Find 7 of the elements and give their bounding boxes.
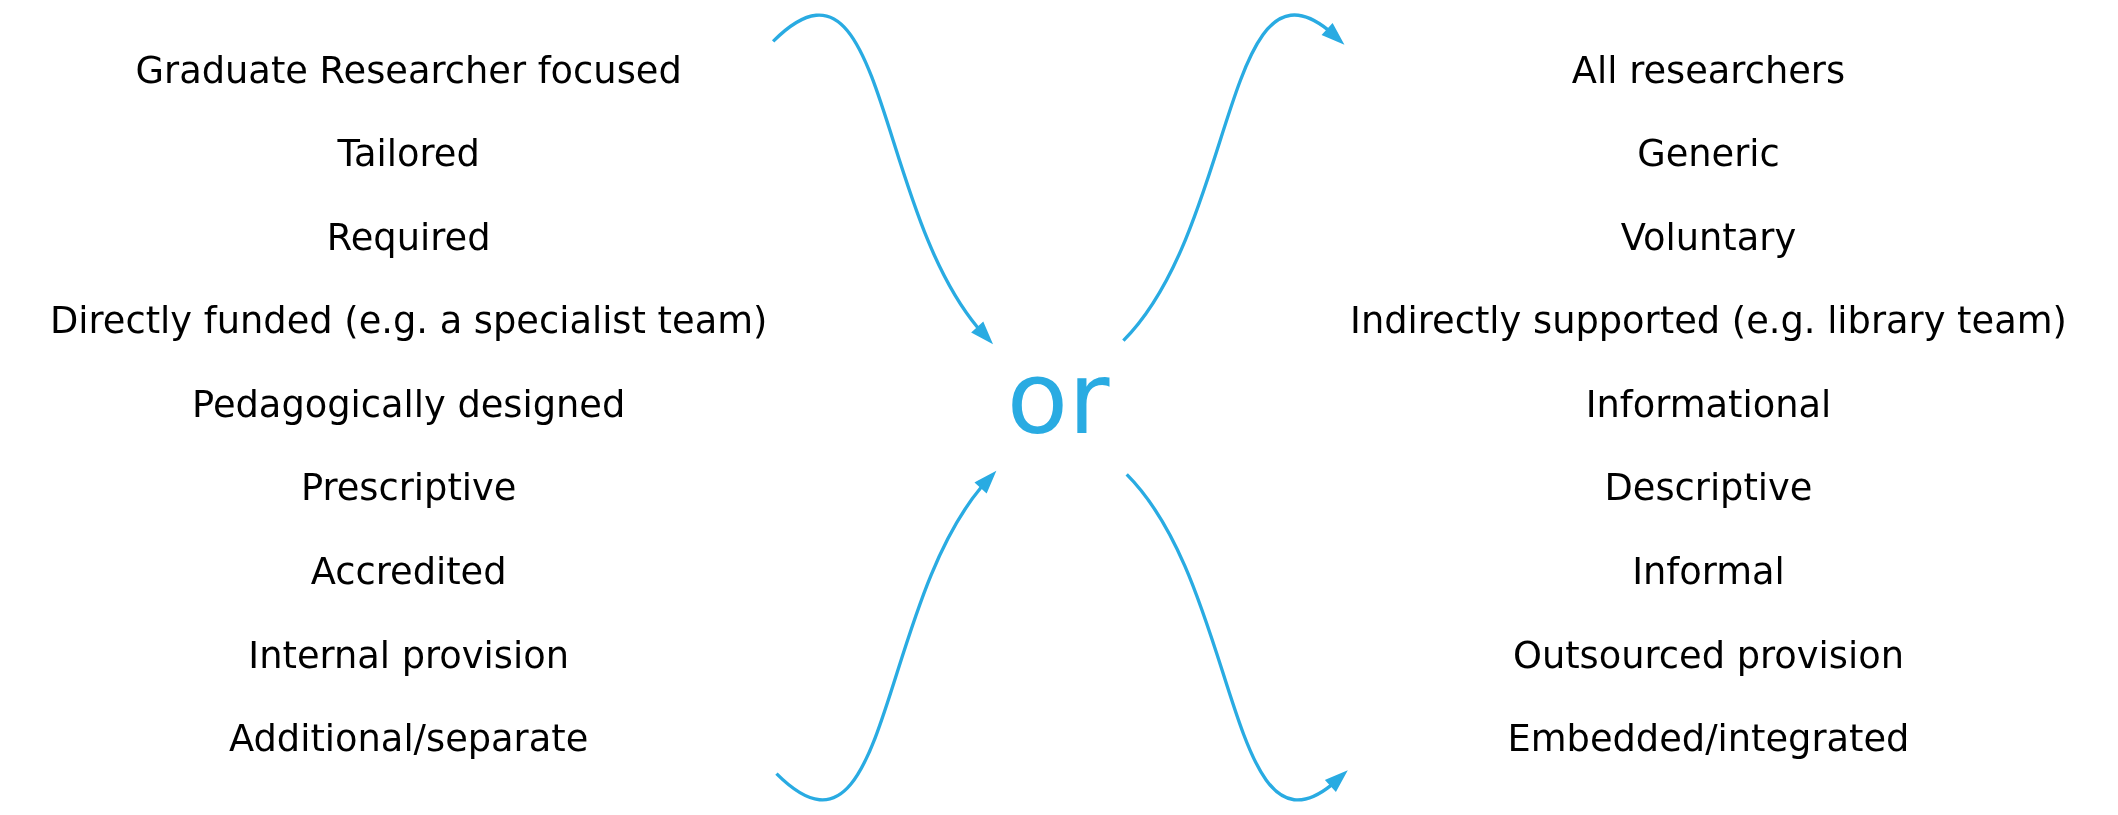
arrow — [1122, 14, 1345, 342]
arrow — [772, 14, 994, 345]
node-text: or — [1006, 339, 1110, 457]
arrow — [775, 470, 997, 801]
node-text: Graduate Researcher focused Tailored Required Directly funded (e.g. a specialist team) Pedagogically designed Prescriptive Accredited Internal provision Additional/separate — [50, 48, 768, 761]
arrow — [1125, 473, 1348, 801]
node-text: All researchers Generic Voluntary Indirectly supported (e.g. library team) Informational Descriptive Informal Outsourced provision Embedded/integrated — [1350, 48, 2067, 761]
